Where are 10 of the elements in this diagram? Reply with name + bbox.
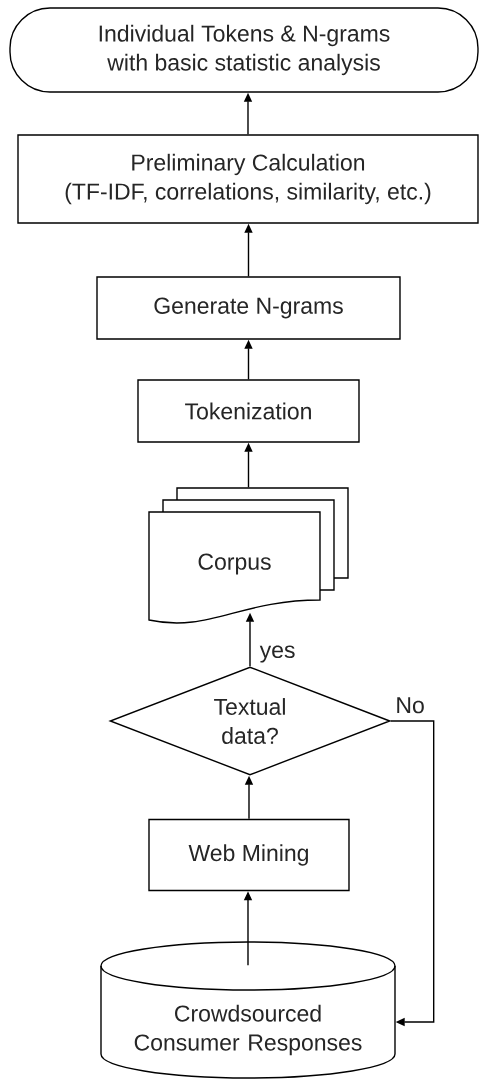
process-box: Web Mining bbox=[148, 818, 350, 892]
edge-label: No bbox=[397, 697, 424, 714]
arrow bbox=[390, 720, 435, 1027]
process-box: Tokenization bbox=[137, 379, 360, 443]
document-stack: Corpus bbox=[148, 487, 349, 624]
edge-label: yes bbox=[259, 645, 295, 663]
node-label: Crowdsourced Consumer Responses bbox=[134, 1004, 362, 1056]
process-box: Preliminary Calculation (TF-IDF, correlations, similarity, etc.) bbox=[17, 134, 479, 224]
database-cylinder: Crowdsourced Consumer Responses bbox=[100, 941, 396, 1079]
process-box: Generate N-grams bbox=[96, 276, 401, 340]
